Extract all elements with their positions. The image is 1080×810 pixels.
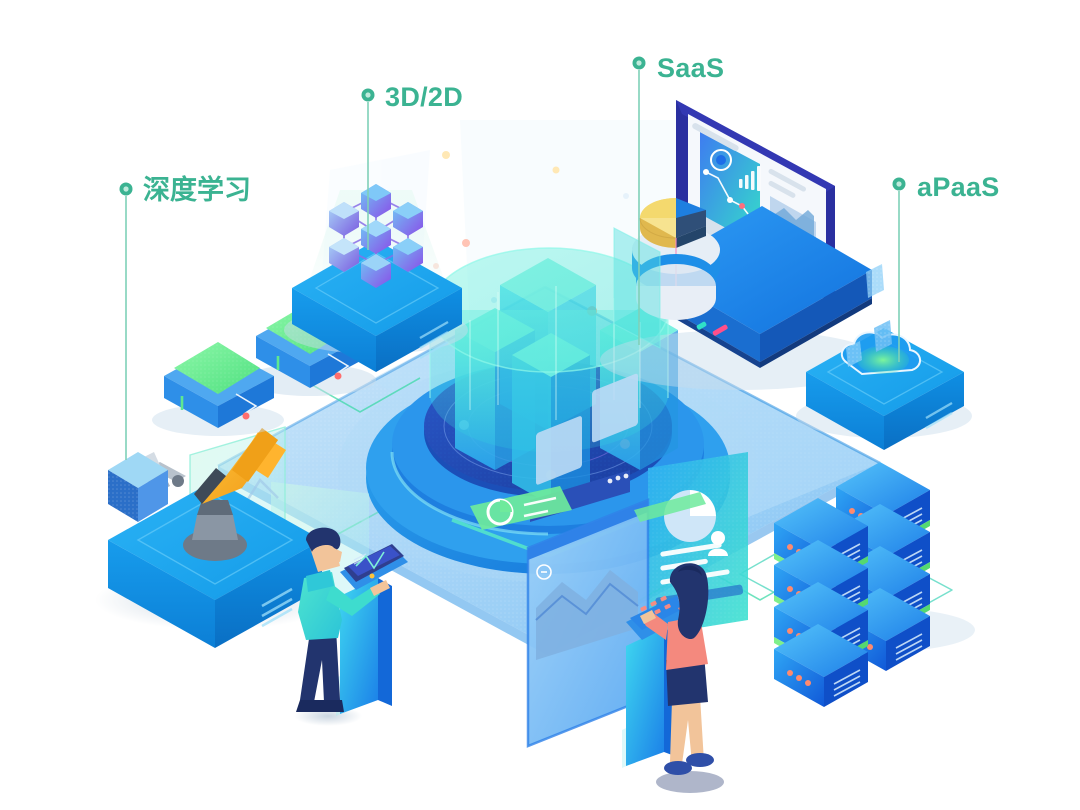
panel-donut-icon	[486, 498, 514, 526]
person-male-operator	[294, 527, 408, 726]
label-saas[interactable]: SaaS	[632, 53, 725, 83]
robot-arm	[138, 428, 286, 561]
molecule-platform	[284, 184, 468, 372]
server-stack-left	[774, 498, 868, 707]
hex-node	[393, 202, 423, 236]
label-apaas[interactable]: aPaaS	[892, 172, 1000, 202]
label-text-deep-learning: 深度学习	[143, 174, 251, 206]
dashboard-panels	[470, 373, 748, 748]
hex-node	[393, 238, 423, 272]
floating-cube	[108, 452, 168, 522]
core-hologram-bars	[429, 247, 678, 505]
hex-node	[329, 202, 359, 236]
avatar-icon	[708, 531, 728, 556]
hex-node	[361, 254, 391, 288]
person-female-operator	[622, 563, 724, 793]
saas-laptop	[600, 100, 880, 390]
label-text-3d2d: 3D/2D	[385, 82, 463, 112]
label-deep-learning[interactable]: 深度学习	[119, 174, 252, 206]
label-connectors	[125, 70, 900, 460]
cloud-icon	[840, 331, 921, 376]
label-3d-2d[interactable]: 3D/2D	[361, 82, 464, 112]
apaas-cloud-platform	[796, 264, 972, 450]
hex-node	[329, 238, 359, 272]
pie-chart-3d	[632, 198, 720, 320]
label-text-apaas: aPaaS	[917, 172, 1000, 202]
label-text-saas: SaaS	[657, 53, 724, 83]
server-racks	[739, 462, 975, 707]
